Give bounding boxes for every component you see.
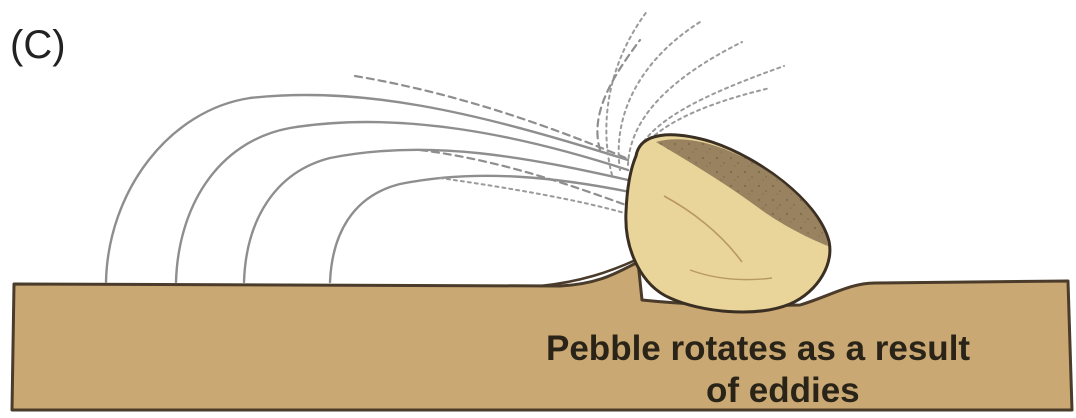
caption-line-2: of eddies <box>706 371 860 410</box>
flow-lines <box>106 76 630 282</box>
caption-line-1: Pebble rotates as a result <box>546 329 970 368</box>
panel-label: (C) <box>10 23 66 67</box>
pebble <box>626 135 830 312</box>
